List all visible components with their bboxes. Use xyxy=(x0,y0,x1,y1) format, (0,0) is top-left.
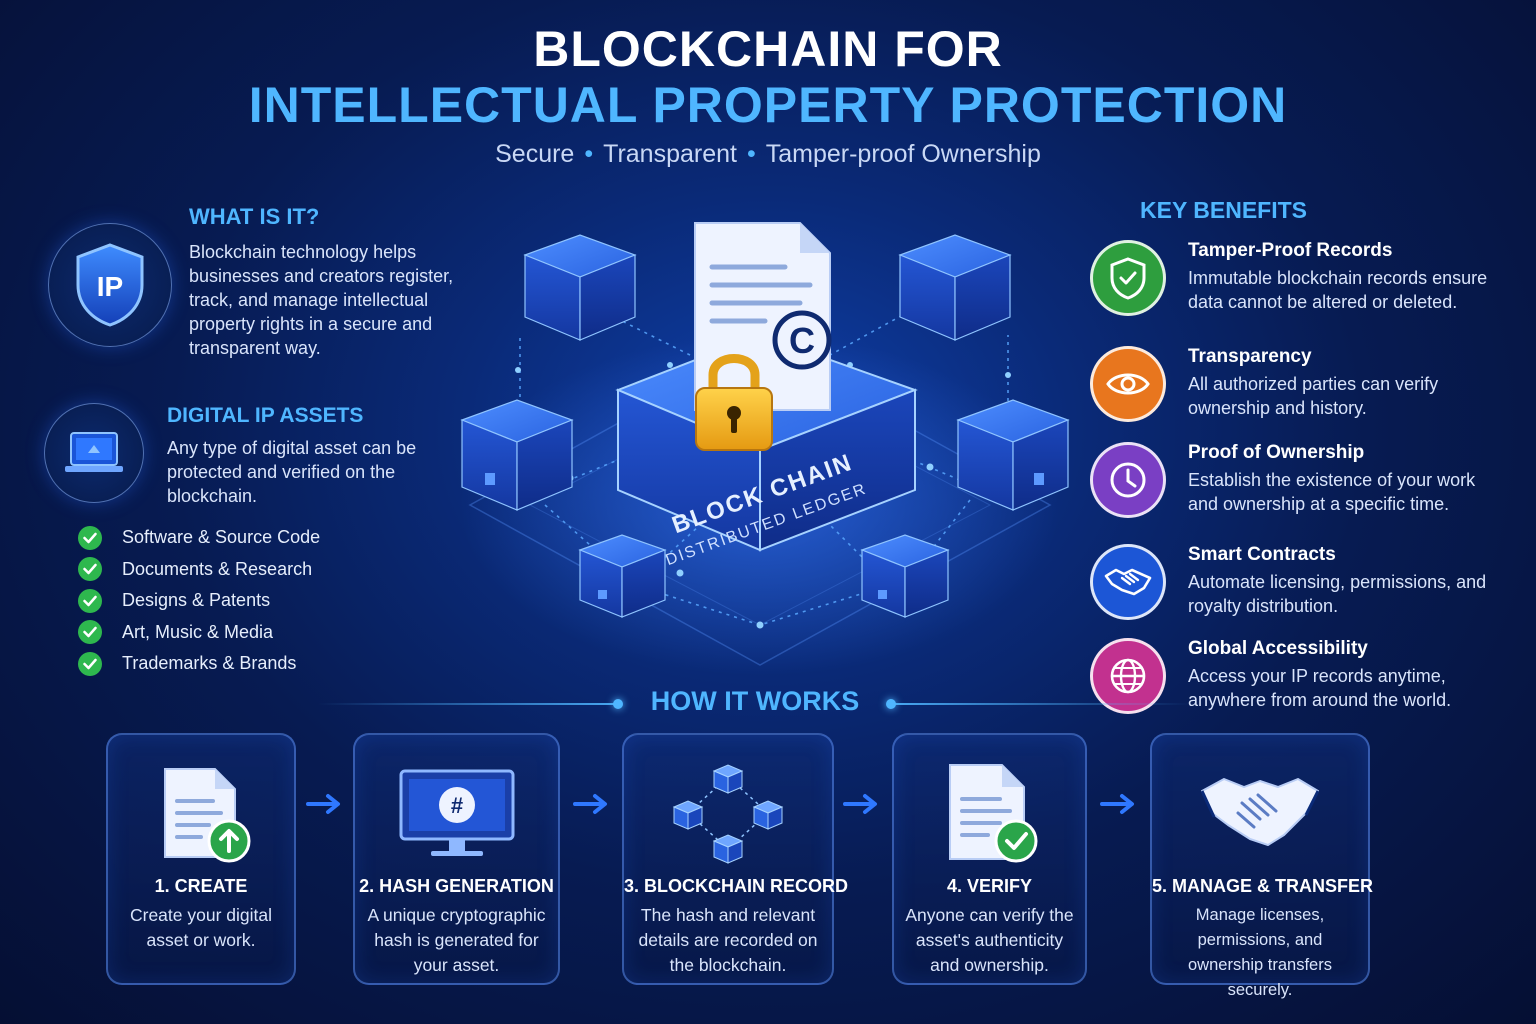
list-item: Designs & Patents xyxy=(78,585,320,617)
bullet-icon: • xyxy=(584,140,594,168)
ip-shield-icon-container: IP xyxy=(48,223,172,347)
title-line-2: INTELLECTUAL PROPERTY PROTECTION xyxy=(248,77,1288,133)
block-cube-icon xyxy=(578,534,667,618)
check-icon xyxy=(78,588,102,613)
divider-left xyxy=(318,703,618,705)
block-cube-icon xyxy=(460,399,574,511)
step-verify: 4. VERIFY Anyone can verify the asset's … xyxy=(892,733,1087,985)
list-item-label: Software & Source Code xyxy=(122,527,321,548)
subtitle-transparent: Transparent xyxy=(603,140,737,168)
check-icon xyxy=(78,620,102,645)
ip-shield-text: IP xyxy=(97,271,123,302)
step-desc: A unique cryptographic hash is generated… xyxy=(367,905,546,975)
digital-assets-body: Any type of digital asset can be protect… xyxy=(167,438,417,506)
benefit-desc: Access your IP records anytime, anywhere… xyxy=(1188,666,1452,710)
step-title: 1. CREATE xyxy=(154,876,248,896)
list-item: Documents & Research xyxy=(78,554,320,586)
globe-icon xyxy=(1090,638,1166,714)
list-item-label: Designs & Patents xyxy=(122,590,271,611)
benefit-title: Global Accessibility xyxy=(1188,638,1368,659)
step-title: 5. MANAGE & TRANSFER xyxy=(1152,876,1374,896)
how-it-works-heading: HOW IT WORKS xyxy=(650,686,860,716)
block-cube-icon xyxy=(898,234,1012,341)
monitor-hash-icon: # xyxy=(355,753,558,873)
step-manage-transfer: 5. MANAGE & TRANSFER Manage licenses, pe… xyxy=(1150,733,1374,999)
blockchain-illustration: C BLOCK CHAIN DISTRIBUTED LEDGER xyxy=(460,222,1070,675)
check-icon xyxy=(78,651,102,676)
benefit-title: Transparency xyxy=(1188,346,1312,367)
step-desc: Manage licenses, permissions, and owners… xyxy=(1188,906,1332,999)
bullet-icon: • xyxy=(746,140,756,168)
block-cube-icon xyxy=(860,534,950,618)
divider-dot xyxy=(886,699,896,709)
what-is-it-body: Blockchain technology helps businesses a… xyxy=(189,242,454,358)
document-upload-icon xyxy=(108,753,294,873)
step-hash-generation: # 2. HASH GENERATION A unique cryptograp… xyxy=(353,733,560,985)
step-desc: Create your digital asset or work. xyxy=(129,905,273,950)
step-create: 1. CREATE Create your digital asset or w… xyxy=(106,733,296,985)
divider-dot xyxy=(613,699,623,709)
check-icon xyxy=(78,557,102,582)
benefit-desc: All authorized parties can verify owners… xyxy=(1188,374,1439,418)
arrow-right-icon xyxy=(573,794,607,814)
arrow-right-icon xyxy=(306,794,340,814)
subtitle-tamper-proof: Tamper-proof Ownership xyxy=(765,140,1041,168)
laptop-icon xyxy=(65,432,123,472)
list-item-label: Trademarks & Brands xyxy=(122,653,297,674)
clock-icon xyxy=(1090,442,1166,518)
list-item: Software & Source Code xyxy=(78,522,320,554)
step-desc: Anyone can verify the asset's authentici… xyxy=(905,905,1074,975)
benefit-desc: Establish the existence of your work and… xyxy=(1188,470,1476,514)
asset-list: Software & Source Code Documents & Resea… xyxy=(78,522,320,680)
what-is-it-heading: WHAT IS IT? xyxy=(189,204,320,229)
list-item-label: Documents & Research xyxy=(122,558,313,579)
arrow-right-icon xyxy=(843,794,877,814)
benefit-desc: Immutable blockchain records ensure data… xyxy=(1188,268,1488,312)
eye-icon xyxy=(1090,346,1166,422)
ip-shield-icon: IP xyxy=(76,243,144,327)
list-item: Trademarks & Brands xyxy=(78,648,320,680)
benefit-title: Smart Contracts xyxy=(1188,544,1336,565)
divider-right xyxy=(892,703,1192,705)
benefit-title: Proof of Ownership xyxy=(1188,442,1365,463)
handshake-icon xyxy=(1090,544,1166,620)
step-title: 2. HASH GENERATION xyxy=(359,876,554,896)
arrow-right-icon xyxy=(1100,794,1134,814)
check-icon xyxy=(78,525,102,550)
step-title: 3. BLOCKCHAIN RECORD xyxy=(624,876,849,896)
step-blockchain-record: 3. BLOCKCHAIN RECORD The hash and releva… xyxy=(622,733,849,985)
title-line-1: BLOCKCHAIN FOR xyxy=(533,21,1003,77)
document-check-icon xyxy=(894,753,1085,873)
svg-text:C: C xyxy=(789,320,815,361)
key-benefits-heading: KEY BENEFITS xyxy=(1140,197,1307,223)
benefit-title: Tamper-Proof Records xyxy=(1188,240,1393,261)
shield-check-icon xyxy=(1090,240,1166,316)
subtitle-secure: Secure xyxy=(495,140,575,168)
list-item-label: Art, Music & Media xyxy=(122,621,274,642)
block-network-icon xyxy=(624,753,832,873)
handshake-icon xyxy=(1152,753,1368,873)
laptop-icon-container xyxy=(44,403,144,503)
benefit-desc: Automate licensing, permissions, and roy… xyxy=(1188,572,1487,616)
padlock-icon xyxy=(695,354,773,451)
list-item: Art, Music & Media xyxy=(78,617,320,649)
svg-text:#: # xyxy=(450,793,462,818)
block-cube-icon xyxy=(956,399,1070,511)
step-title: 4. VERIFY xyxy=(946,876,1033,896)
digital-assets-heading: DIGITAL IP ASSETS xyxy=(167,404,364,427)
subtitle: Secure • Transparent • Tamper-proof Ownershi… xyxy=(0,140,1536,169)
step-desc: The hash and relevant details are record… xyxy=(638,905,818,975)
block-cube-icon xyxy=(523,234,637,341)
